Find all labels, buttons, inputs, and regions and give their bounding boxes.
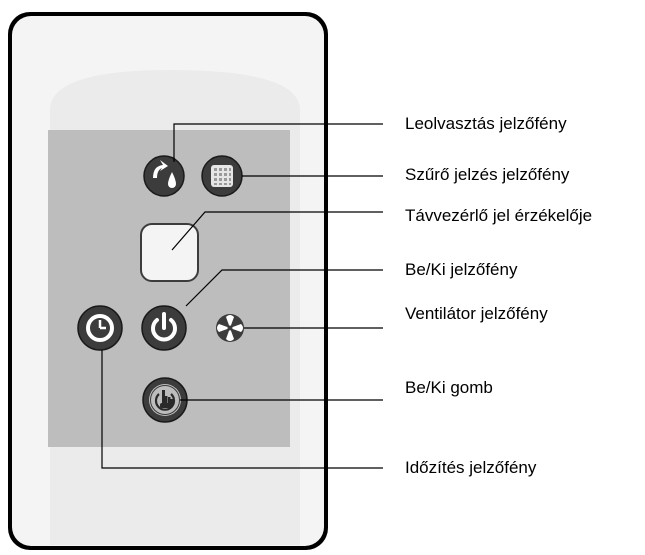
fan-indicator-icon xyxy=(216,314,244,342)
leader-line-defrost xyxy=(173,123,383,162)
remote-sensor-window xyxy=(140,223,199,282)
leader-line-timer-indicator xyxy=(101,350,383,469)
filter-indicator-icon xyxy=(201,155,243,197)
label-remote-sensor: Távvezérlő jel érzékelője xyxy=(405,206,592,225)
leader-line-power-indicator xyxy=(185,269,383,307)
label-defrost-indicator: Leolvasztás jelzőfény xyxy=(405,114,567,133)
power-indicator-icon xyxy=(141,305,187,351)
defrost-indicator-icon xyxy=(143,155,185,197)
label-power-indicator: Be/Ki jelzőfény xyxy=(405,260,518,279)
leader-line-remote-sensor xyxy=(171,211,383,251)
timer-indicator-icon xyxy=(77,305,123,351)
label-filter-indicator: Szűrő jelzés jelzőfény xyxy=(405,165,570,184)
label-timer-indicator: Időzítés jelzőfény xyxy=(405,458,537,477)
label-power-button: Be/Ki gomb xyxy=(405,378,493,397)
power-button-icon xyxy=(142,377,188,423)
label-fan-indicator: Ventilátor jelzőfény xyxy=(405,304,548,323)
